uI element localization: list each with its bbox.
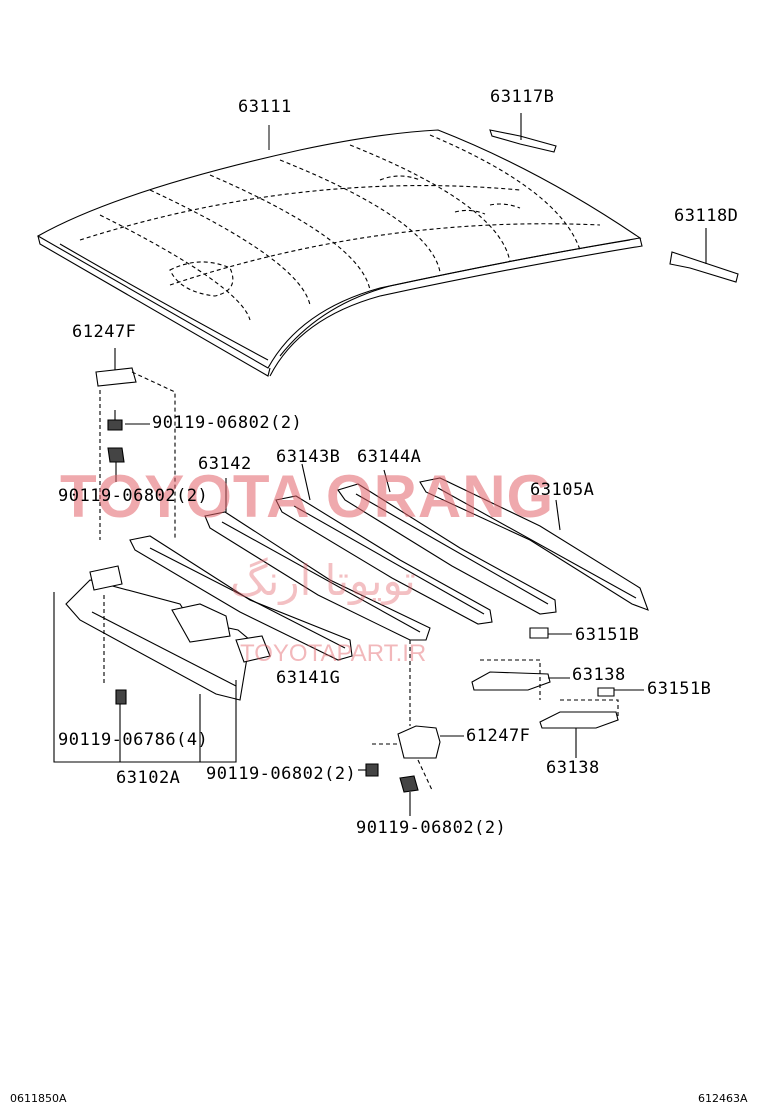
- label-63151B-a: 63151B: [575, 625, 640, 645]
- label-63138-b: 63138: [546, 758, 600, 778]
- rail-63143B: [275, 463, 493, 625]
- pads-63138: [471, 627, 644, 758]
- label-90119-06802-c: 90119-06802(2): [206, 764, 357, 784]
- label-63118D: 63118D: [674, 206, 739, 226]
- member-63102A: [53, 565, 271, 763]
- bracket-61247F-bottom: [358, 640, 464, 816]
- label-90119-06802-b: 90119-06802(2): [58, 486, 209, 506]
- label-63143B: 63143B: [276, 447, 341, 467]
- label-63141G: 63141G: [276, 668, 341, 688]
- roof-panel: [36, 125, 643, 377]
- label-63144A: 63144A: [357, 447, 422, 467]
- label-90119-06802-d: 90119-06802(2): [356, 818, 507, 838]
- watermark-brand: TOYOTA ORANG: [60, 463, 555, 530]
- label-63105A: 63105A: [530, 480, 595, 500]
- watermark-brand-fa: تویوتا ارنگ: [230, 556, 416, 605]
- footer-right-code: 612463A: [698, 1092, 748, 1105]
- label-90119-06786: 90119-06786(4): [58, 730, 209, 750]
- rail-63144A: [337, 469, 557, 615]
- bracket-61247F-top: [95, 348, 176, 540]
- label-61247F-top: 61247F: [72, 322, 137, 342]
- label-63111: 63111: [238, 97, 292, 117]
- label-63117B: 63117B: [490, 87, 555, 107]
- footer-left-code: 0611850A: [10, 1092, 67, 1105]
- label-63142: 63142: [198, 454, 252, 474]
- rail-63118D: [669, 228, 739, 283]
- label-61247F-bottom: 61247F: [466, 726, 531, 746]
- label-63102A: 63102A: [116, 768, 181, 788]
- rail-63141G: [129, 535, 353, 661]
- rail-63105A: [419, 477, 649, 611]
- bracket-63117B: [489, 113, 557, 153]
- rail-63142: [204, 478, 431, 641]
- label-90119-06802-a: 90119-06802(2): [152, 413, 303, 433]
- watermark-site: TOYOTAPART.IR: [240, 640, 427, 667]
- label-63138-a: 63138: [572, 665, 626, 685]
- label-63151B-b: 63151B: [647, 679, 712, 699]
